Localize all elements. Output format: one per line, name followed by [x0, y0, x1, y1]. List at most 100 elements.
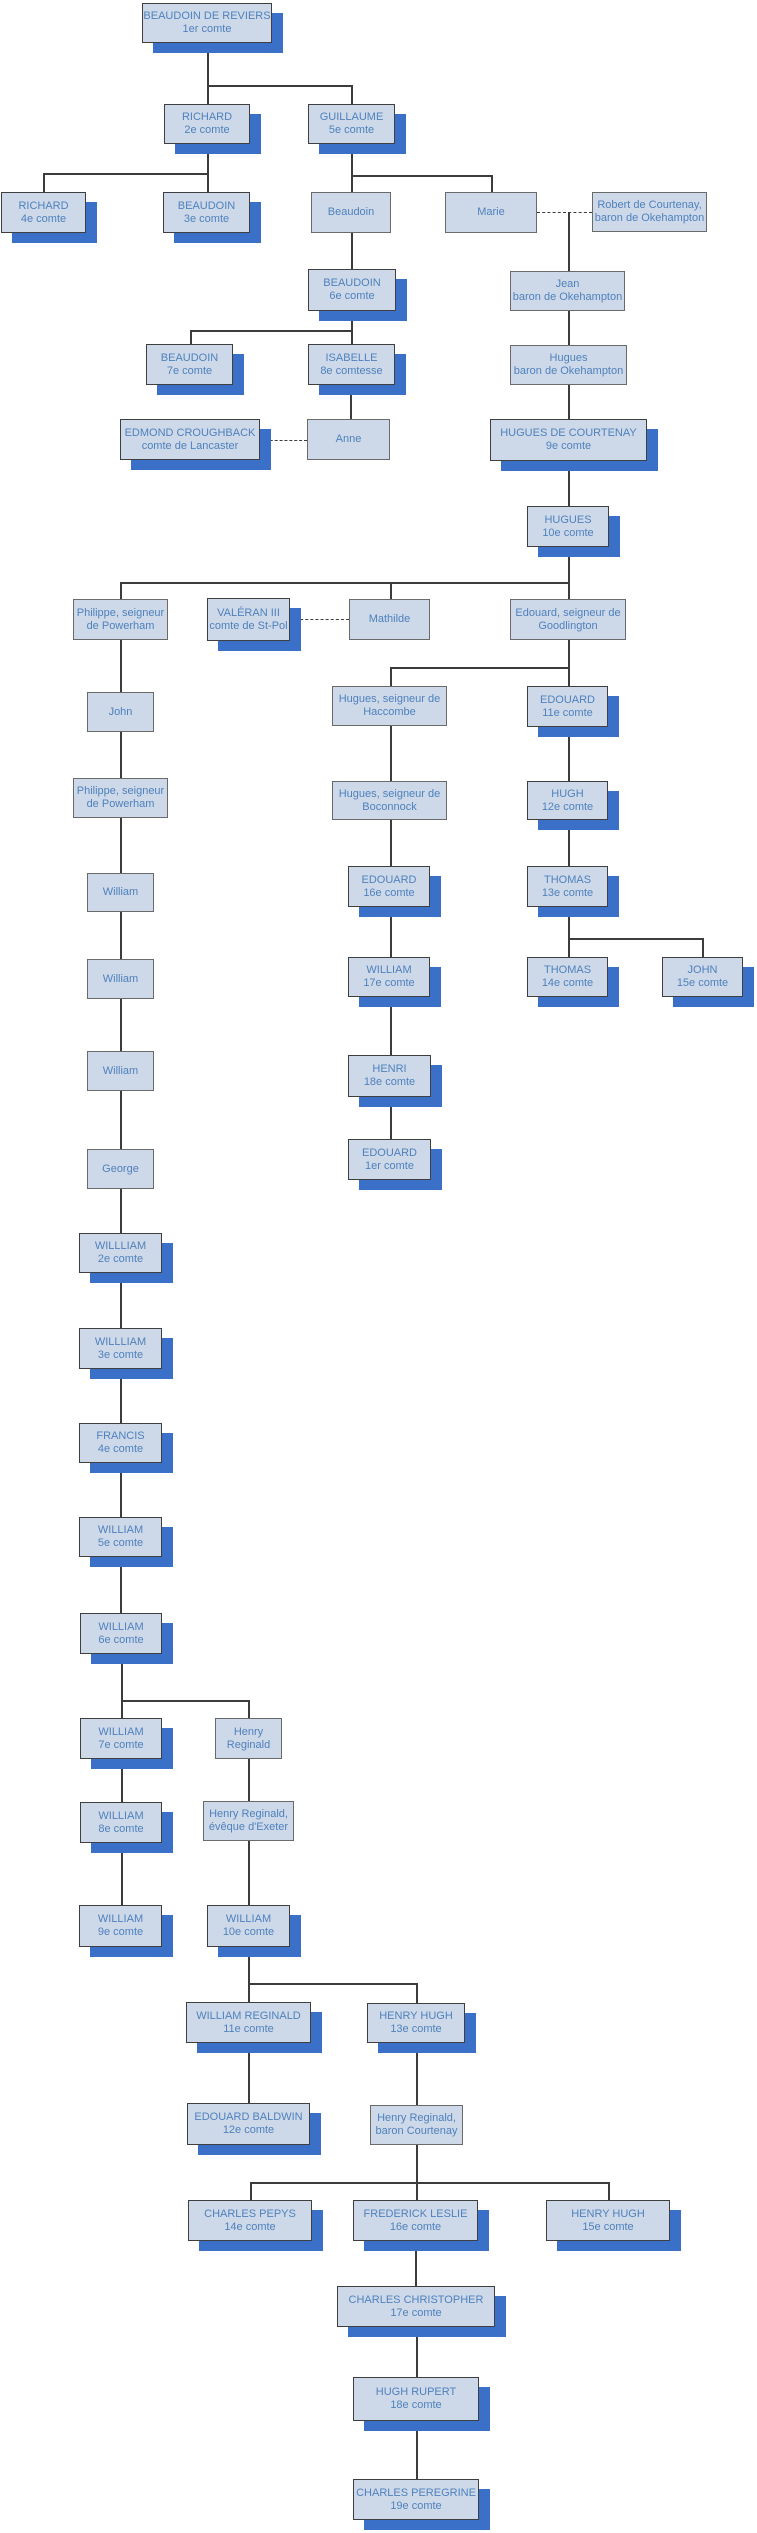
person-name: JOHN	[687, 964, 718, 976]
person-name: Hugues, seigneur de	[338, 787, 441, 800]
descent-connector-line	[568, 461, 570, 506]
person-title: 6e comte	[329, 290, 375, 302]
descent-connector-line	[120, 1557, 122, 1613]
descent-connector-line	[568, 667, 570, 686]
descent-connector-line	[120, 582, 122, 599]
person-title: Boconnock	[362, 800, 417, 813]
tree-node-william-c[interactable]: William	[87, 1051, 154, 1091]
person-name: WILLIAM	[98, 1725, 144, 1738]
tree-node-anne[interactable]: Anne	[307, 419, 390, 460]
descent-connector-line	[416, 2145, 418, 2182]
tree-node-william-a[interactable]: William	[87, 873, 154, 912]
tree-node-henry-reginald-exeter[interactable]: Henry Reginald,évêque d'Exeter	[203, 1801, 294, 1841]
descent-connector-line	[416, 2327, 418, 2377]
person-name: HENRI	[372, 1063, 407, 1075]
person-title: 5e comte	[97, 1537, 144, 1549]
person-name: GUILLAUME	[319, 111, 384, 123]
person-title: 17e comte	[390, 2306, 442, 2319]
person-title: 4e comte	[97, 1443, 144, 1455]
descent-connector-line	[390, 820, 392, 866]
person-name: WILLIAM	[225, 1913, 272, 1925]
person-name: Henry Reginald,	[377, 2112, 456, 2124]
person-name: Marie	[477, 206, 505, 218]
tree-node-henry-reginald-courtenay[interactable]: Henry Reginald,baron Courtenay	[370, 2105, 463, 2145]
marriage-connector-line	[290, 619, 349, 620]
descent-connector-line	[248, 1947, 250, 1983]
tree-node-mathilde[interactable]: Mathilde	[349, 599, 430, 640]
person-title: 4e comte	[20, 212, 67, 225]
descent-connector-line	[248, 1841, 250, 1905]
person-name: William	[102, 886, 139, 898]
tree-node-beaudoin[interactable]: Beaudoin	[311, 192, 391, 233]
descent-connector-line	[390, 907, 392, 957]
tree-node-george[interactable]: George	[87, 1149, 154, 1189]
tree-node-marie[interactable]: Marie	[445, 192, 537, 233]
person-title: baron de Okehampton	[512, 291, 623, 303]
person-name: Henry Reginald,	[209, 1808, 288, 1820]
person-title: 7e comte	[98, 1738, 144, 1751]
person-name: Philippe, seigneur	[76, 606, 165, 619]
descent-connector-line	[120, 1189, 122, 1233]
descent-connector-line	[390, 667, 392, 686]
person-title: 10e comte	[542, 526, 594, 539]
person-title: 2e comte	[184, 124, 230, 136]
tree-node-william-b[interactable]: William	[87, 959, 154, 999]
tree-node-robert-de-courtenay[interactable]: Robert de Courtenay,baron de Okehampton	[592, 192, 707, 232]
descent-connector-line	[416, 2421, 418, 2479]
person-name: Robert de Courtenay,	[597, 199, 702, 211]
descent-connector-line	[120, 1463, 122, 1517]
descent-connector-line	[568, 582, 570, 599]
descent-connector-line	[568, 212, 570, 271]
person-title: 14e comte	[224, 2220, 276, 2233]
tree-node-john[interactable]: John	[87, 692, 154, 732]
